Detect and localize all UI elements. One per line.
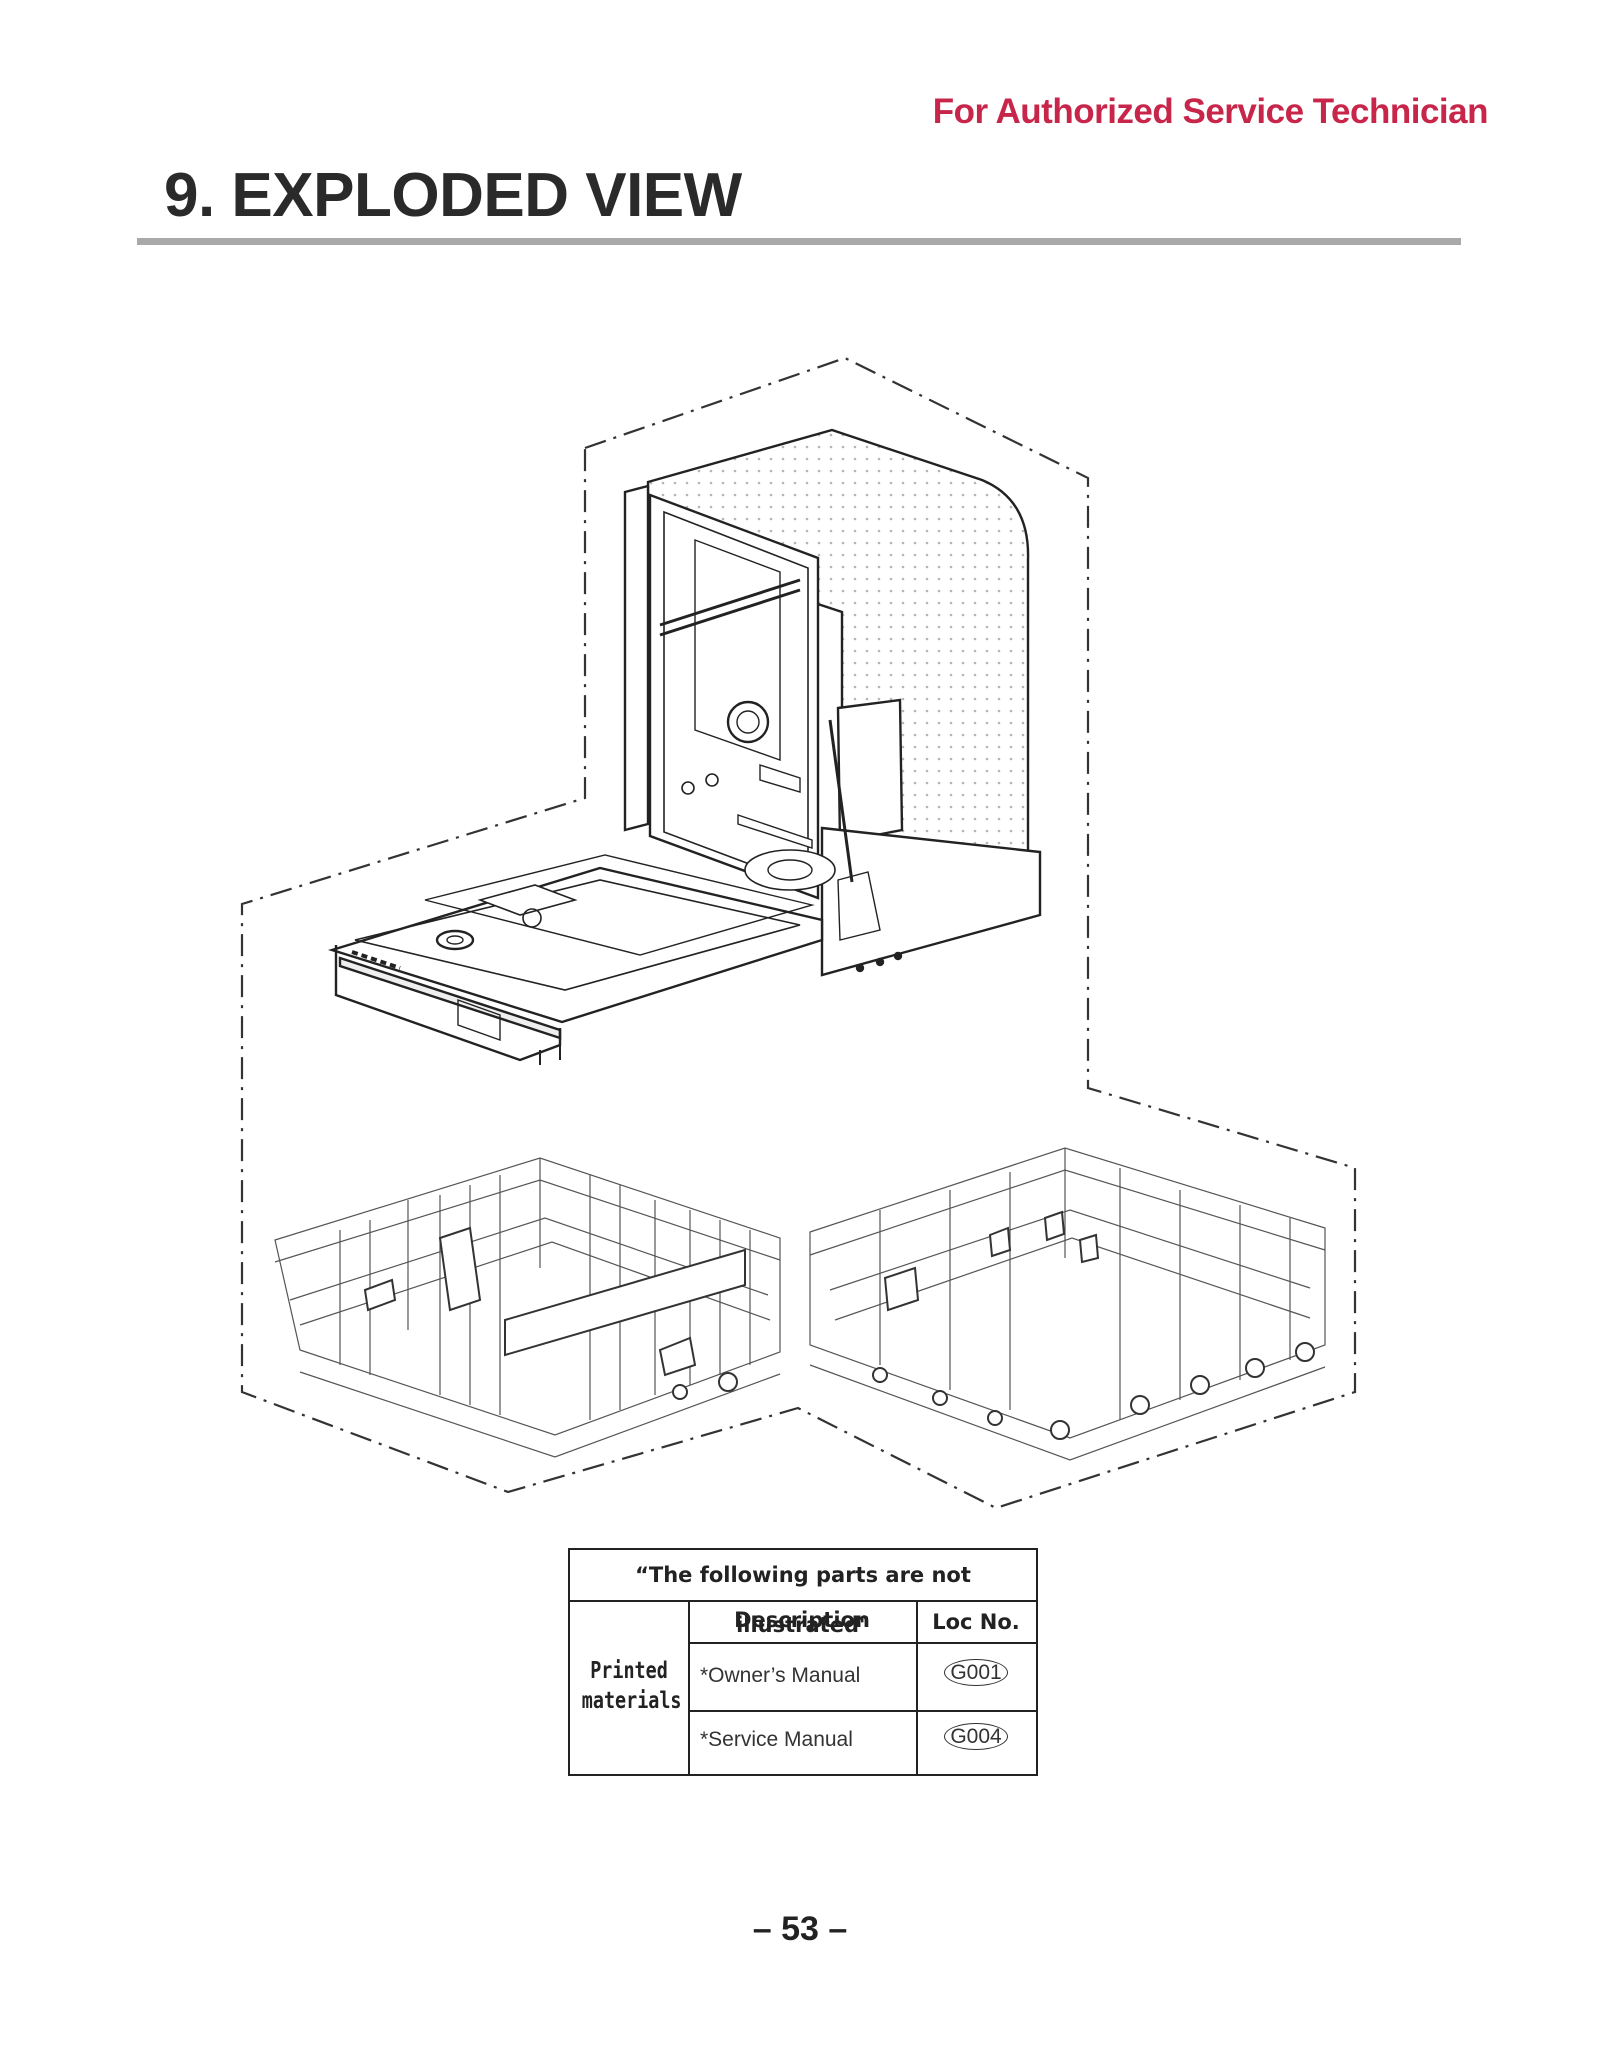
row-divider [688,1710,1036,1712]
group-label-line1: Printed [590,1658,668,1684]
authorized-technician-note: For Authorized Service Technician [932,92,1489,131]
loc-number-badge: G001 [944,1659,1008,1686]
table-row-description: *Owner’s Manual [700,1664,861,1687]
exploded-boundary-outline [240,356,1357,1510]
unillustrated-parts-table: “The following parts are not illustrated… [568,1548,1038,1776]
dishwasher-exploded-diagram-icon [240,356,1357,1510]
door-assembly [327,854,824,1065]
printed-materials-group-label: Printed materials [570,1656,688,1716]
table-row-loc: G001 [916,1659,1036,1686]
table-row-description: *Service Manual [700,1728,853,1751]
table-row-loc: G004 [916,1723,1036,1750]
upper-rack [274,1157,781,1458]
group-label-line2: materials [581,1688,682,1714]
description-column-header: Description [734,1608,870,1632]
column-divider [688,1602,690,1774]
row-divider [688,1642,1036,1644]
lower-rack [809,1147,1326,1461]
page-title: 9. EXPLODED VIEW [164,161,742,230]
loc-column-header: Loc No. [932,1610,1020,1634]
table-caption: “The following parts are not illustrated… [570,1550,1036,1637]
page-number: – 53 – [752,1910,848,1948]
tub-assembly [623,428,1042,977]
loc-number-badge: G004 [944,1723,1008,1750]
title-divider [137,238,1461,245]
column-divider [916,1602,918,1774]
